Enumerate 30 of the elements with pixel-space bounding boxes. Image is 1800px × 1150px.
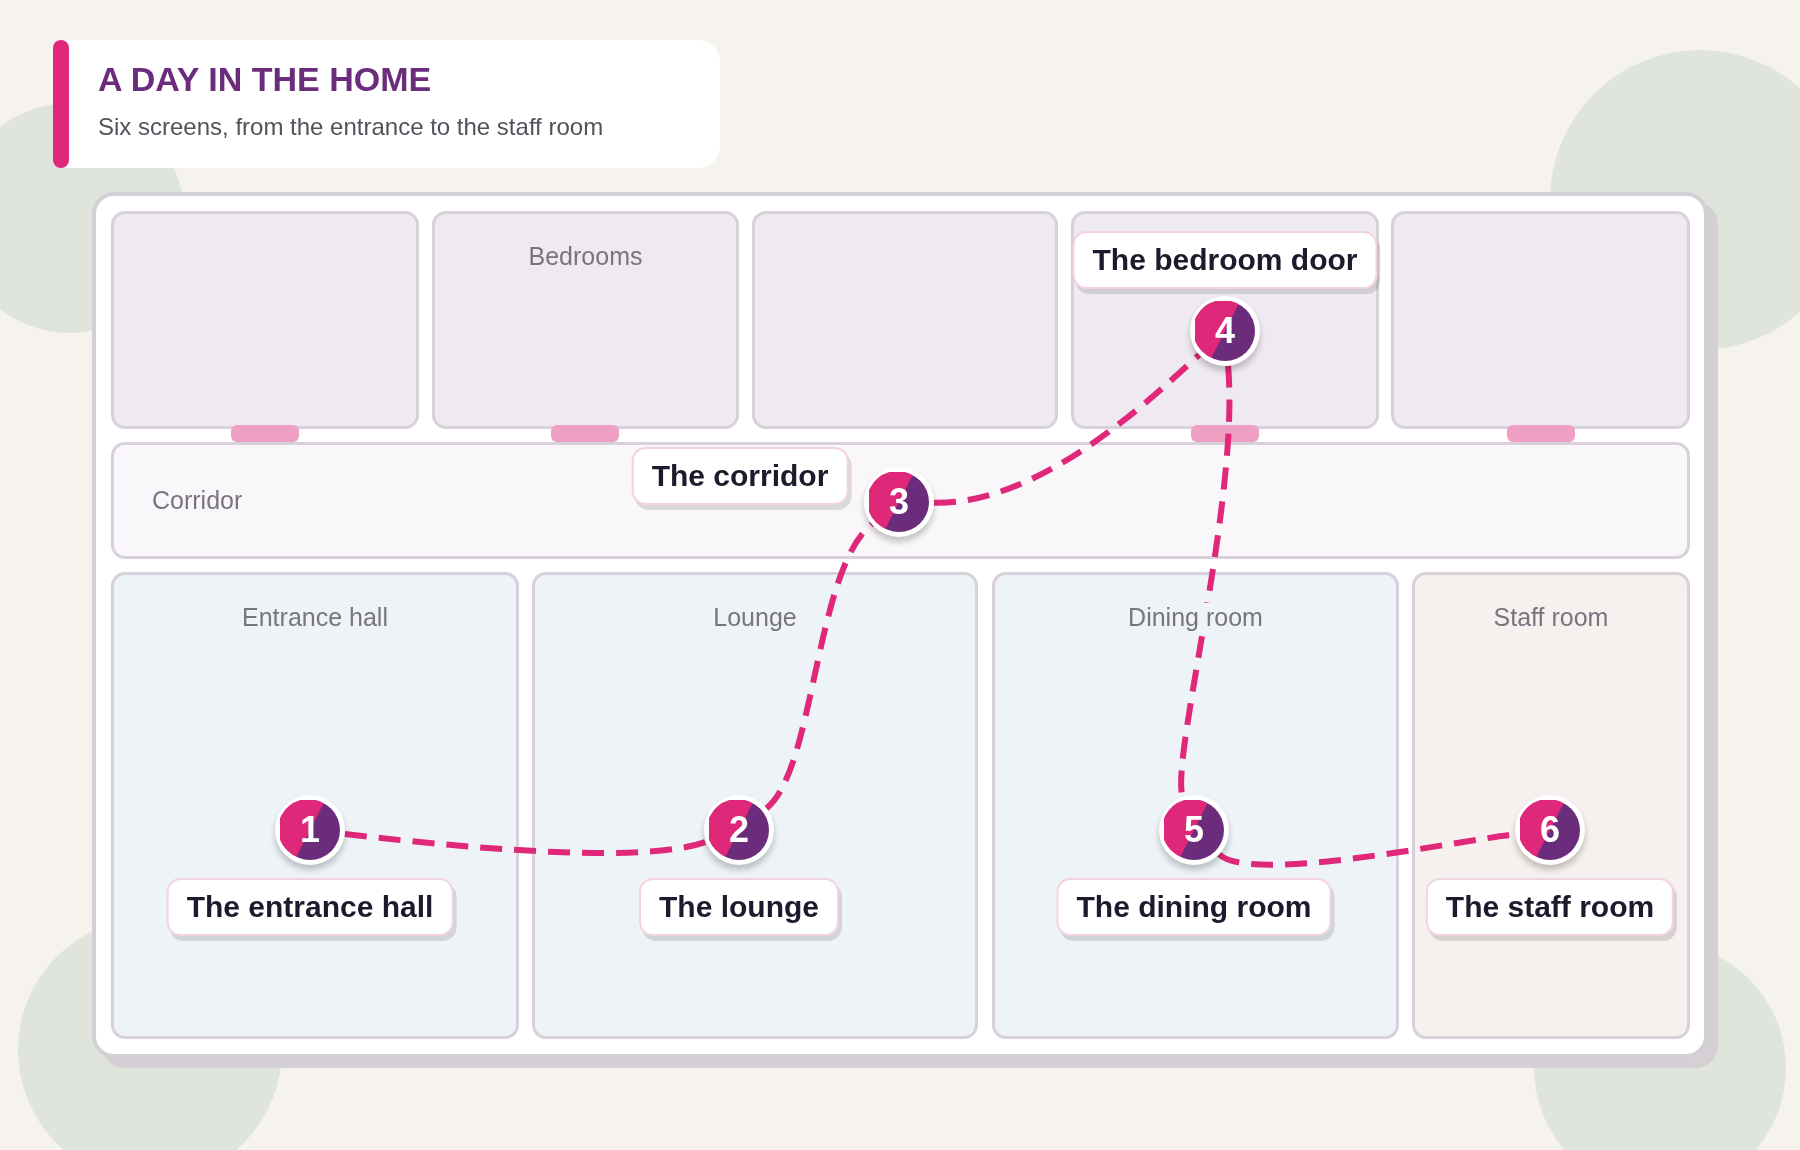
room-box <box>111 211 419 429</box>
room-box <box>432 211 739 429</box>
room-box <box>752 211 1058 429</box>
step-label: The staff room <box>1425 878 1675 936</box>
room-box <box>1391 211 1690 429</box>
path-connector <box>344 831 707 856</box>
step-number: 3 <box>889 481 909 523</box>
step-label: The dining room <box>1056 878 1332 936</box>
step-marker <box>864 467 934 537</box>
step-number: 5 <box>1184 809 1204 851</box>
room-box <box>532 572 978 1039</box>
step-number: 4 <box>1215 310 1235 352</box>
room-box <box>992 572 1399 1039</box>
room-box <box>1412 572 1690 1039</box>
step-number: 2 <box>729 809 749 851</box>
step-marker <box>704 795 774 865</box>
step-marker <box>1190 296 1260 366</box>
step-label: The bedroom door <box>1072 231 1378 289</box>
room-box <box>111 442 1690 559</box>
path-connector <box>764 522 875 811</box>
subtitle: Six screens, from the entrance to the staff room <box>98 113 604 141</box>
step-marker <box>1515 795 1585 865</box>
step-label: The corridor <box>631 447 849 505</box>
room-box <box>111 572 519 1039</box>
step-number: 6 <box>1540 809 1560 851</box>
title: A DAY IN THE HOME <box>98 60 432 99</box>
step-marker <box>1159 795 1229 865</box>
step-label: The lounge <box>639 878 839 936</box>
path-connector <box>933 352 1202 506</box>
step-label: The entrance hall <box>166 878 454 936</box>
